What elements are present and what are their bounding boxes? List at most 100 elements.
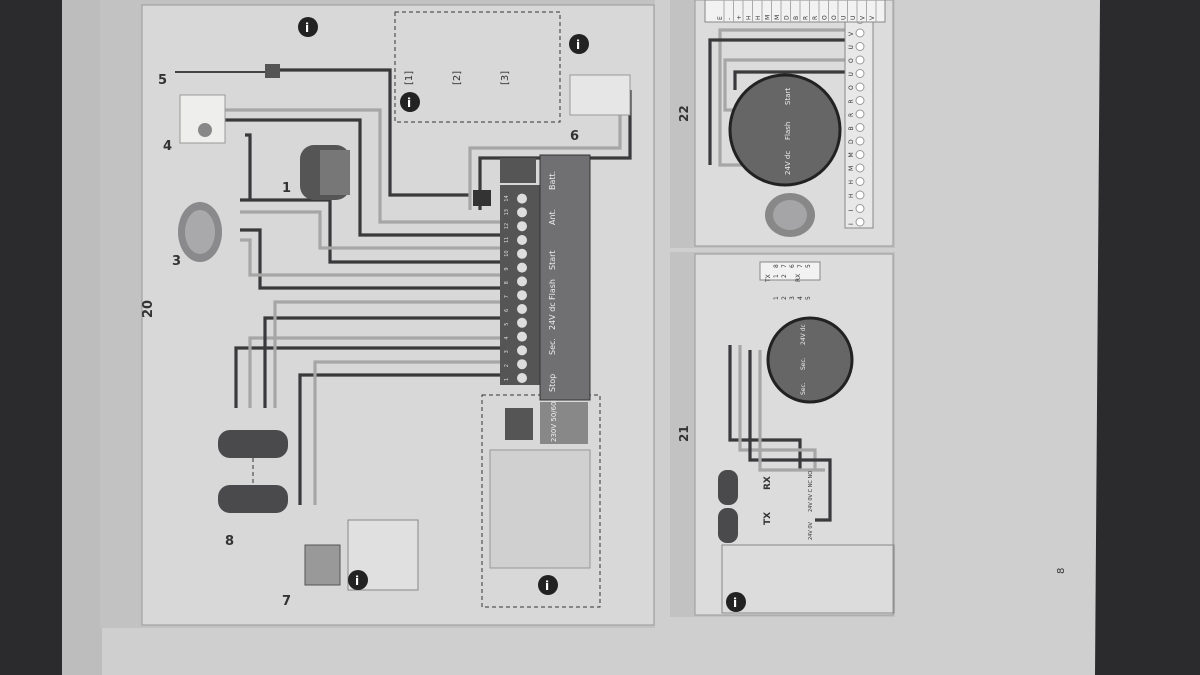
terminal-screw bbox=[517, 248, 527, 259]
table-letter: H bbox=[755, 15, 762, 20]
photocell-rx bbox=[718, 470, 738, 505]
lens-label: Flash bbox=[784, 122, 792, 140]
info-icon: i bbox=[348, 570, 368, 590]
strip-terminal bbox=[855, 204, 865, 213]
table-letter: B bbox=[793, 16, 800, 20]
terminal-screw bbox=[517, 262, 527, 273]
control-board-photo bbox=[489, 449, 591, 569]
table-letter: V bbox=[860, 15, 867, 20]
callout-3: 3 bbox=[172, 254, 181, 269]
wiring-figure-21 bbox=[728, 345, 832, 522]
page-number: 8 bbox=[1056, 568, 1067, 574]
lens-label: 24V dc bbox=[784, 151, 792, 175]
strip-letter: O bbox=[848, 85, 855, 90]
strip-letter: H bbox=[848, 193, 855, 198]
terminal-screw bbox=[517, 359, 527, 370]
info-icon: i bbox=[569, 34, 589, 54]
rx-row: 5 bbox=[805, 296, 812, 300]
strip-terminal bbox=[855, 69, 865, 78]
figure-22-number: 22 bbox=[677, 105, 691, 122]
strip-letter: U bbox=[848, 45, 855, 49]
table-header: TX bbox=[765, 274, 772, 283]
callout-7: 7 bbox=[282, 594, 291, 609]
inset-step-3: [3] bbox=[500, 71, 511, 85]
table-letter: D bbox=[784, 15, 791, 20]
callout-1: 1 bbox=[282, 181, 291, 196]
inset-antenna-steps bbox=[394, 11, 561, 123]
info-icon: i bbox=[298, 17, 318, 37]
strip-terminal bbox=[855, 136, 865, 146]
rx-row: 1 bbox=[773, 296, 780, 300]
strip-terminal bbox=[855, 109, 865, 119]
panel-label: Ant. bbox=[548, 209, 557, 225]
panel-label: Batt. bbox=[548, 171, 557, 190]
terminal-screw bbox=[517, 373, 527, 383]
zoom-lens-figure-21 bbox=[766, 316, 854, 404]
info-icon: i bbox=[726, 592, 746, 612]
table-value: 8 bbox=[773, 264, 780, 268]
strip-letter: H bbox=[848, 180, 855, 185]
terminal-screw bbox=[517, 331, 527, 342]
terminal-screw bbox=[517, 345, 527, 356]
strip-letter: D bbox=[848, 139, 855, 144]
panel-label: 24V dc bbox=[548, 302, 557, 330]
device-5-antenna bbox=[175, 64, 280, 78]
rx-row: 4 bbox=[797, 296, 804, 300]
control-panel-legend bbox=[539, 154, 591, 401]
rx-row: 3 bbox=[789, 296, 796, 300]
strip-letter: I bbox=[848, 223, 855, 225]
rx-terminals: 24V 0V C NC NO bbox=[808, 471, 814, 512]
terminal-number: 2 bbox=[504, 364, 510, 367]
tx-label: TX bbox=[763, 512, 773, 525]
rx-label: RX bbox=[763, 476, 773, 490]
strip-letter: M bbox=[848, 152, 855, 157]
power-label: 230V 50/60Hz bbox=[550, 392, 558, 442]
terminal-number: 11 bbox=[504, 237, 510, 243]
tx-row: 2 bbox=[781, 274, 788, 278]
panel-label: Flash bbox=[548, 279, 557, 300]
table-letter: U bbox=[850, 16, 857, 20]
terminal-screw bbox=[517, 221, 527, 232]
device-4-key-selector bbox=[179, 94, 226, 144]
strip-letter: O bbox=[848, 58, 855, 63]
lens-label: Start bbox=[784, 88, 792, 105]
strip-terminal bbox=[855, 217, 865, 227]
panel-label: Stop bbox=[548, 374, 557, 392]
callout-5: 5 bbox=[158, 73, 167, 88]
strip-terminal bbox=[855, 150, 865, 159]
table-letter: E bbox=[717, 16, 724, 20]
inset-sec-figure-21 bbox=[721, 544, 895, 614]
table-letter: U bbox=[841, 16, 848, 20]
inset-step-1: [1] bbox=[404, 71, 415, 85]
strip-letter: V bbox=[848, 31, 855, 36]
rx-row: 2 bbox=[781, 296, 788, 300]
table-letter: - bbox=[727, 18, 734, 20]
page-edge-shadow bbox=[62, 0, 102, 675]
table-letter: R bbox=[803, 16, 810, 20]
terminal-number: 5 bbox=[504, 323, 510, 326]
terminal-screw bbox=[517, 290, 527, 301]
terminal-number: 3 bbox=[504, 350, 510, 353]
terminal-number: 8 bbox=[504, 281, 510, 284]
inset-step-2: [2] bbox=[452, 71, 463, 85]
terminal-number: 14 bbox=[504, 195, 510, 201]
power-terminal-block bbox=[505, 408, 533, 440]
strip-terminal bbox=[855, 190, 865, 200]
callout-4: 4 bbox=[163, 139, 172, 154]
table-value: 5 bbox=[805, 264, 812, 268]
power-panel bbox=[540, 402, 588, 444]
strip-letter: B bbox=[848, 126, 855, 130]
terminal-screw bbox=[517, 235, 527, 245]
strip-terminal bbox=[855, 123, 865, 132]
strip-terminal bbox=[855, 55, 865, 65]
info-icon: i bbox=[538, 575, 558, 595]
strip-letter: R bbox=[848, 99, 855, 103]
tx-row: 1 bbox=[773, 274, 780, 278]
photocell-tx bbox=[718, 508, 738, 543]
lens-label: 24V dc bbox=[800, 324, 807, 345]
table-value: 7 bbox=[781, 264, 788, 268]
svg-text:i: i bbox=[733, 596, 737, 610]
table-letter: + bbox=[736, 15, 743, 20]
